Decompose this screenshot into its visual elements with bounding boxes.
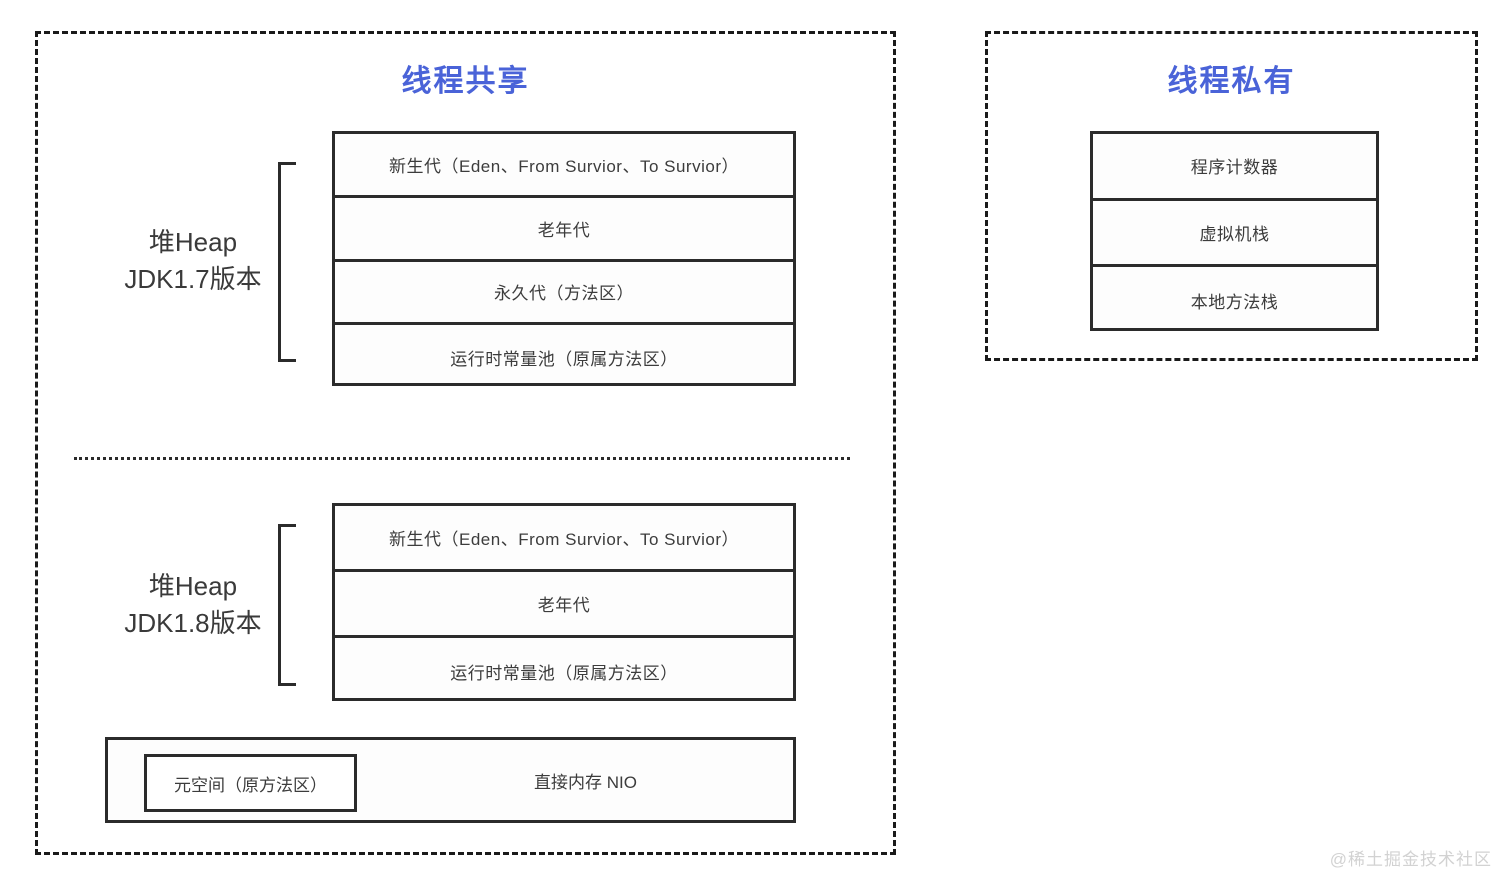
heap-jdk17-brace: [278, 162, 296, 362]
heap-jdk17-stack: 新生代（Eden、From Survior、To Survior） 老年代 永久…: [332, 131, 796, 386]
thread-shared-title: 线程共享: [401, 65, 530, 98]
heap-jdk18-brace: [278, 524, 296, 686]
thread-private-stack: 程序计数器 虚拟机栈 本地方法栈: [1090, 131, 1379, 331]
memory-region-row: 虚拟机栈: [1093, 201, 1376, 268]
memory-region-row: 老年代: [335, 198, 793, 262]
direct-memory-label: 直接内存 NIO: [534, 772, 637, 792]
memory-region-row: 永久代（方法区）: [335, 262, 793, 326]
memory-region-row: 运行时常量池（原属方法区）: [450, 663, 678, 683]
memory-region-row: 程序计数器: [1093, 134, 1376, 201]
heap-jdk18-stack: 新生代（Eden、From Survior、To Survior） 老年代 运行…: [332, 503, 796, 701]
heap-jdk18-label-line1: 堆Heap: [148, 571, 238, 601]
memory-region-row: 新生代（Eden、From Survior、To Survior）: [335, 506, 793, 572]
heap-jdk17-label-line2: JDK1.7版本: [124, 263, 262, 294]
watermark: @稀土掘金技术社区: [1329, 850, 1492, 869]
heap-jdk18-label: 堆Heap JDK1.8版本: [98, 568, 288, 642]
memory-region-row: 运行时常量池（原属方法区）: [450, 349, 678, 369]
thread-private-panel: 线程私有 程序计数器 虚拟机栈 本地方法栈: [985, 31, 1478, 361]
heap-jdk17-label: 堆Heap JDK1.7版本: [98, 224, 288, 298]
metaspace-box: 元空间（原方法区）: [144, 754, 357, 812]
thread-shared-panel: 线程共享 堆Heap JDK1.7版本 新生代（Eden、From Survio…: [35, 31, 896, 855]
section-divider: [74, 457, 850, 460]
thread-private-title: 线程私有: [1167, 65, 1296, 98]
memory-region-row: 老年代: [335, 572, 793, 638]
heap-jdk18-label-line2: JDK1.8版本: [124, 607, 262, 638]
memory-region-row: 新生代（Eden、From Survior、To Survior）: [335, 134, 793, 198]
metaspace-direct-memory-bar: 元空间（原方法区） 直接内存 NIO: [105, 737, 796, 823]
heap-jdk17-label-line1: 堆Heap: [148, 227, 238, 257]
memory-region-row: 本地方法栈: [1190, 293, 1279, 313]
